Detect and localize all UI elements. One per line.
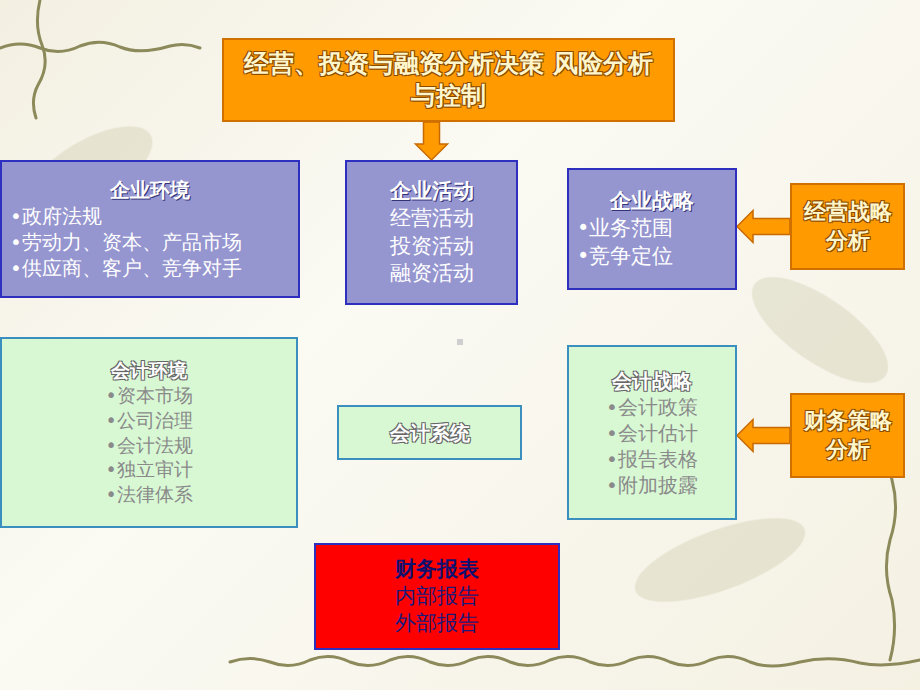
box-heading: 财务报表 — [324, 556, 550, 583]
box-text: •政府法规 — [10, 203, 290, 229]
decision-box: 经营、投资与融资分析决策 风险分析与控制 — [222, 38, 675, 122]
box-text: 融资活动 — [355, 260, 508, 287]
box-text: •会计政策 — [577, 394, 727, 420]
box-text: •会计估计 — [577, 420, 727, 446]
box-text: •报告表格 — [577, 446, 727, 472]
system-box: 会计系统 — [337, 405, 522, 460]
vine — [0, 0, 920, 666]
box-text: •会计法规 — [10, 433, 288, 458]
environment-box: 会计环境•资本市场•公司治理•会计法规•独立审计•法律体系 — [0, 337, 298, 528]
box-text: 财务策略分析 — [800, 407, 895, 464]
box-text: •供应商、客户、竞争对手 — [10, 255, 290, 281]
block-arrow — [737, 420, 790, 452]
report-box: 财务报表内部报告外部报告 — [314, 543, 560, 650]
strategy-box: 会计战略•会计政策•会计估计•报告表格•附加披露 — [567, 345, 737, 520]
box-text: •竞争定位 — [577, 243, 727, 270]
box-text: •法律体系 — [10, 482, 288, 507]
box-text: •独立审计 — [10, 457, 288, 482]
strategy-box: 企业战略•业务范围•竞争定位 — [567, 168, 737, 290]
box-text: •公司治理 — [10, 408, 288, 433]
box-text: 经营、投资与融资分析决策 风险分析与控制 — [232, 48, 665, 113]
box-text: •资本市场 — [10, 383, 288, 408]
box-text: •劳动力、资本、产品市场 — [10, 229, 290, 255]
box-text: 投资活动 — [355, 233, 508, 260]
box-text: 经营战略分析 — [800, 198, 895, 255]
box-text: •业务范围 — [577, 215, 727, 242]
box-heading: 企业环境 — [10, 177, 290, 203]
environment-box: 企业环境•政府法规•劳动力、资本、产品市场•供应商、客户、竞争对手 — [0, 160, 300, 298]
analysis-box: 经营战略分析 — [790, 183, 905, 270]
box-heading: 企业活动 — [355, 178, 508, 205]
box-heading: 企业战略 — [577, 188, 727, 215]
analysis-box: 财务策略分析 — [790, 393, 905, 478]
box-heading: 会计战略 — [577, 368, 727, 394]
activity-box: 企业活动经营活动投资活动融资活动 — [345, 160, 518, 305]
box-text: 外部报告 — [324, 610, 550, 637]
box-heading: 会计环境 — [10, 358, 288, 383]
box-text: 经营活动 — [355, 205, 508, 232]
block-arrow — [416, 122, 448, 160]
block-arrow — [737, 211, 790, 243]
box-text: •附加披露 — [577, 472, 727, 498]
box-text: 内部报告 — [324, 583, 550, 610]
box-heading: 会计系统 — [347, 420, 512, 446]
dot-mark — [457, 339, 463, 345]
